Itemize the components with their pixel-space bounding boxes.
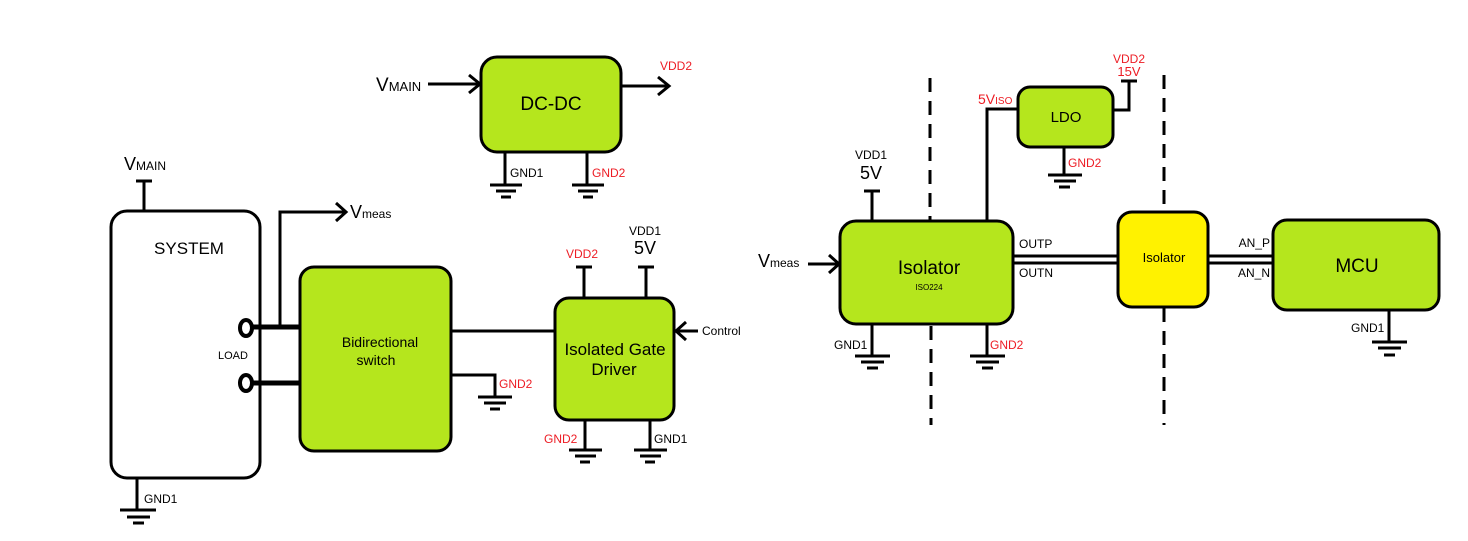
ground-icon: [478, 395, 512, 411]
digital-isolator-block: Isolator: [1116, 210, 1273, 309]
system-block: SYSTEM VMAIN LOAD GND1: [109, 154, 262, 525]
digital-isolator-box: [1116, 210, 1210, 309]
dcdc-label: DC-DC: [520, 94, 581, 115]
isolator-gnd1-label: GND1: [834, 338, 868, 352]
mcu-box: [1271, 218, 1441, 312]
ground-icon: [120, 479, 156, 525]
ldo-label: LDO: [1051, 109, 1082, 126]
ldo-block: LDO 5VISO VDD2 15V GND2: [978, 52, 1145, 189]
ground-icon: [970, 325, 1005, 370]
5viso-wire: [985, 107, 1018, 221]
ground-icon: [572, 153, 604, 199]
ldo-output-label: 5VISO: [978, 91, 1013, 107]
isolator-gnd2-label: GND2: [990, 338, 1024, 352]
system-box: [109, 209, 262, 480]
gate-driver-vdd1-label: VDD1: [629, 224, 661, 238]
isolator-input-label: Vmeas: [758, 251, 799, 271]
switch-gnd-wire: [452, 373, 497, 397]
switch-label-line1: Bidirectional: [342, 334, 418, 350]
gate-driver-block: Isolated Gate Driver VDD2 VDD1 5V Contro…: [544, 224, 741, 464]
arrow-right-icon: [334, 201, 349, 223]
control-label: Control: [702, 324, 741, 338]
load-label: LOAD: [218, 350, 248, 362]
load-terminal-bottom: [238, 373, 254, 393]
an-n-label: AN_N: [1238, 266, 1270, 280]
ldo-vdd2-label: VDD2: [1113, 52, 1145, 66]
isolator-iso224-box: [838, 219, 1015, 326]
gate-driver-vdd2-label: VDD2: [566, 247, 598, 261]
ldo-box: [1016, 85, 1115, 149]
switch-block: Bidirectional switch GND2: [298, 265, 555, 453]
mcu-label: MCU: [1335, 256, 1378, 277]
system-label: SYSTEM: [154, 239, 224, 258]
isolator-iso224-block: Isolator ISO224 Vmeas VDD1 5V OUTP OUTN …: [758, 107, 1118, 370]
vmeas-tap-wire: [278, 210, 346, 327]
arrow-left-icon: [673, 320, 688, 342]
arrow-right-icon: [468, 73, 483, 95]
gate-driver-gnd1-label: GND1: [654, 432, 688, 446]
dcdc-block: DC-DC VMAIN VDD2 GND1 GND2: [376, 55, 692, 199]
dcdc-gnd2-label: GND2: [592, 166, 626, 180]
gate-driver-gnd2-label: GND2: [544, 432, 578, 446]
dcdc-input-label: VMAIN: [376, 75, 421, 96]
ground-icon: [490, 153, 522, 199]
gate-driver-label-line1: Isolated Gate: [564, 340, 665, 359]
dcdc-gnd1-label: GND1: [510, 166, 544, 180]
ground-icon: [855, 325, 890, 370]
isolator-iso224-label: Isolator: [898, 258, 961, 279]
switch-label-line2: switch: [357, 352, 396, 368]
ground-icon: [569, 421, 602, 464]
outn-label: OUTN: [1019, 266, 1053, 280]
dcdc-output-label: VDD2: [660, 59, 692, 73]
vmeas-label: Vmeas: [350, 202, 391, 222]
ground-icon: [1048, 148, 1082, 189]
ground-icon: [634, 421, 667, 464]
load-terminal-top: [238, 318, 254, 338]
gate-driver-box: [553, 296, 676, 422]
ground-icon: [1372, 311, 1407, 357]
switch-gnd-label: GND2: [499, 377, 533, 391]
isolator-vdd1-label: VDD1: [855, 148, 887, 162]
ldo-gnd-label: GND2: [1068, 156, 1102, 170]
an-p-label: AN_P: [1239, 236, 1270, 250]
mcu-gnd-label: GND1: [1351, 321, 1385, 335]
outp-label: OUTP: [1019, 237, 1052, 251]
ldo-vdd2-wire: [1114, 81, 1131, 112]
arrow-right-icon: [827, 253, 842, 275]
dcdc-box: [479, 55, 623, 154]
arrow-right-icon: [657, 75, 672, 97]
mcu-block: MCU AN_P AN_N GND1: [1238, 218, 1441, 357]
switch-box: [298, 265, 453, 453]
ldo-vdd2-value: 15V: [1117, 64, 1140, 79]
system-supply-label: VMAIN: [124, 154, 166, 174]
system-gnd-label: GND1: [144, 492, 178, 506]
gate-driver-vdd1-value: 5V: [634, 238, 656, 258]
gate-driver-label-line2: Driver: [591, 360, 637, 379]
isolator-part-number: ISO224: [915, 283, 943, 292]
isolator-vdd1-value: 5V: [860, 163, 882, 183]
digital-isolator-label: Isolator: [1143, 250, 1186, 265]
